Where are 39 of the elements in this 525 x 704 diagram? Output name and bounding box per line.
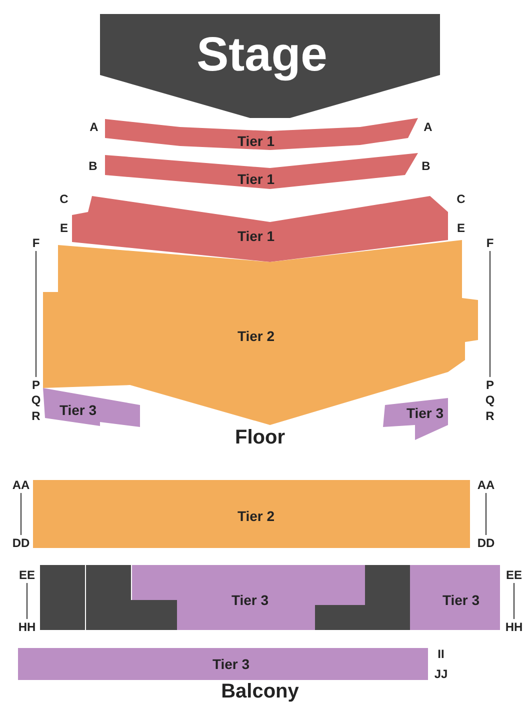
row-label: AA: [12, 478, 30, 492]
row-label: R: [486, 409, 494, 423]
row-label: Q: [485, 393, 495, 407]
row-label: E: [60, 221, 68, 235]
row-label: HH: [505, 620, 523, 634]
row-label: F: [32, 236, 40, 250]
row-label: P: [32, 378, 40, 392]
row-label: C: [456, 192, 466, 206]
section-label: Tier 3: [442, 592, 480, 608]
row-label: P: [486, 378, 494, 392]
row-label: AA: [477, 478, 495, 492]
row-label: EE: [19, 568, 35, 582]
row-label: DD: [12, 536, 30, 550]
section-label: Tier 3: [212, 656, 250, 672]
section-label: Tier 3: [59, 402, 97, 418]
area-label: Floor: [235, 426, 285, 450]
section-label: Tier 3: [231, 592, 269, 608]
row-label: C: [60, 192, 68, 206]
row-label: Q: [31, 393, 41, 407]
row-label: A: [424, 120, 432, 134]
row-label: A: [90, 120, 98, 134]
section-label: Tier 2: [237, 328, 275, 344]
row-label: II: [438, 647, 444, 661]
row-label: JJ: [434, 667, 448, 681]
area-label: Balcony: [221, 680, 299, 704]
section-label: Tier 1: [237, 228, 275, 244]
section-label: Tier 1: [237, 133, 275, 149]
row-label: B: [422, 159, 430, 173]
section-label: Tier 3: [406, 405, 444, 421]
row-label: F: [486, 236, 494, 250]
row-label: B: [88, 159, 98, 173]
row-label: HH: [18, 620, 36, 634]
stage-label: Stage: [196, 28, 328, 82]
section-label: Tier 2: [237, 508, 275, 524]
row-label: R: [32, 409, 40, 423]
row-label: E: [457, 221, 465, 235]
row-label: EE: [506, 568, 522, 582]
row-label: DD: [477, 536, 495, 550]
section-label: Tier 1: [237, 171, 275, 187]
